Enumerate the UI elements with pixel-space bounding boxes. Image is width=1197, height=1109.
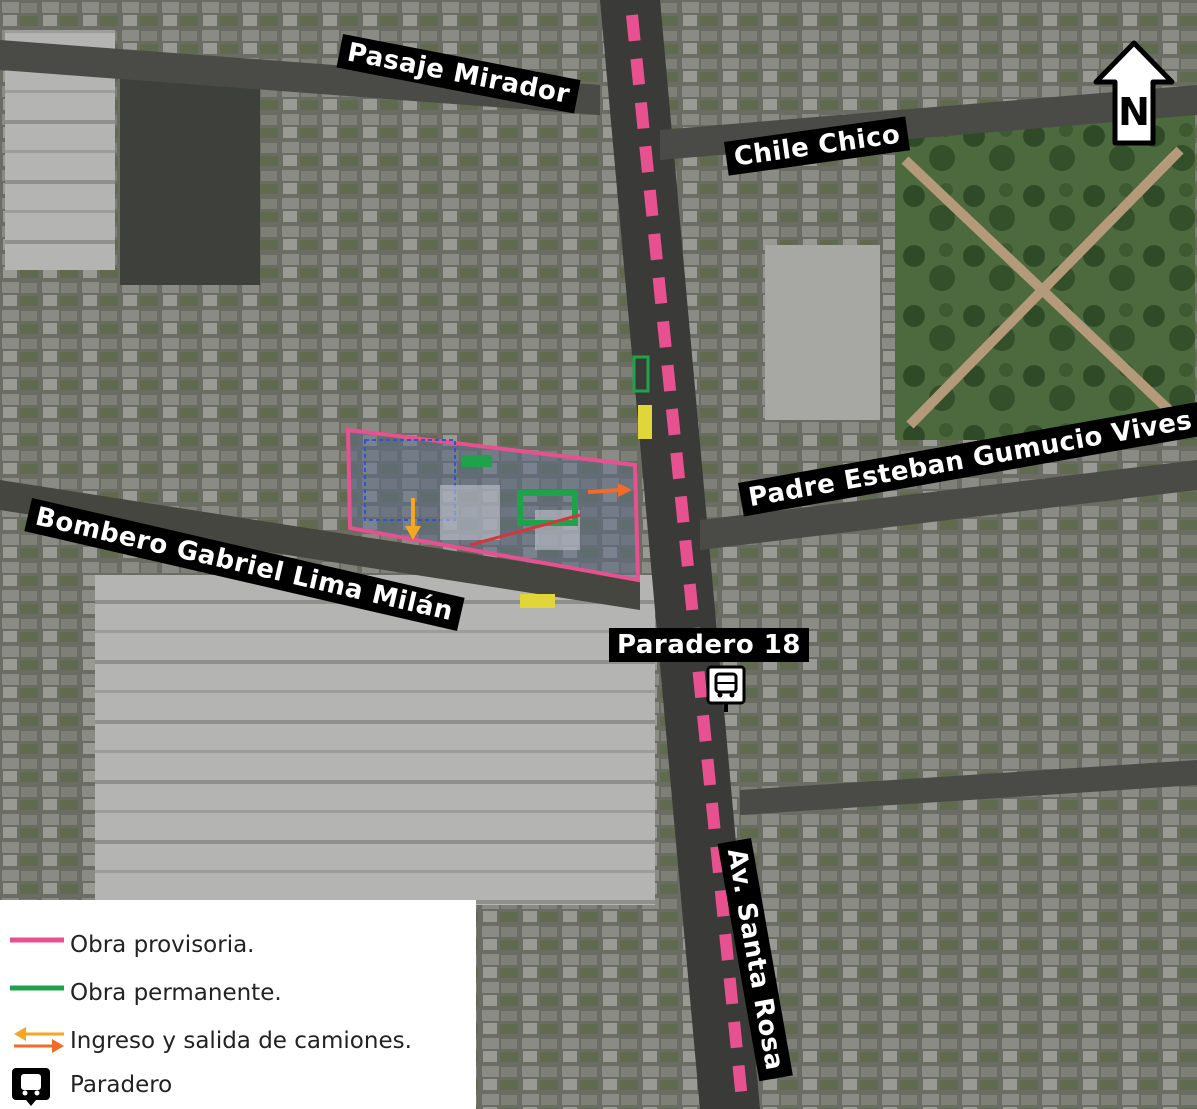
bus-stop-icon bbox=[12, 1068, 50, 1106]
map-legend: Obra provisoria. Obra permanente. Ingres… bbox=[0, 900, 476, 1109]
legend-item-permanent: Obra permanente. bbox=[0, 974, 476, 1014]
north-arrow-icon bbox=[1093, 40, 1175, 146]
legend-item-bus-stop: Paradero bbox=[0, 1066, 476, 1106]
pink-line-icon bbox=[10, 937, 64, 943]
legend-label: Obra provisoria. bbox=[70, 932, 255, 958]
north-letter: N bbox=[1118, 90, 1150, 134]
bus-stop-label: Paradero 18 bbox=[609, 628, 809, 662]
truck-arrows-icon bbox=[14, 1027, 64, 1053]
legend-label: Ingreso y salida de camiones. bbox=[70, 1028, 412, 1054]
green-line-icon bbox=[10, 985, 64, 991]
legend-label: Obra permanente. bbox=[70, 980, 282, 1006]
legend-label: Paradero bbox=[70, 1072, 173, 1098]
legend-item-provisional: Obra provisoria. bbox=[0, 926, 476, 966]
north-arrow: N bbox=[1093, 40, 1175, 146]
legend-item-trucks: Ingreso y salida de camiones. bbox=[0, 1022, 476, 1062]
bus-stop-icon bbox=[706, 665, 746, 712]
